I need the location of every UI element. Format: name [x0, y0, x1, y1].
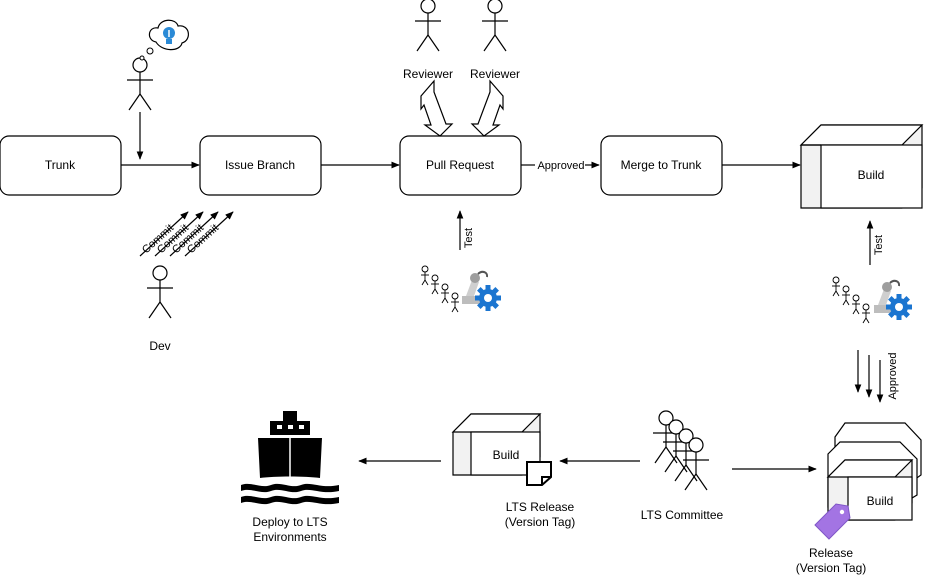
deploy-line1: Deploy to LTS	[252, 515, 327, 529]
actor-reviewer-1-label: Reviewer	[403, 67, 453, 81]
deploy-label: Deploy to LTS Environments	[252, 515, 327, 544]
connectors	[121, 112, 884, 473]
actor-idea	[126, 19, 189, 111]
actor-reviewer-2-label: Reviewer	[470, 67, 520, 81]
tag-icon	[814, 503, 851, 540]
note-icon	[526, 461, 552, 486]
node-build-main[interactable]: Build	[799, 124, 924, 209]
test-group-build: Test	[831, 235, 912, 324]
edge-approved-pr-label: Approved	[537, 160, 584, 172]
lightbulb-thought-icon	[139, 19, 189, 61]
review-arrow-1	[420, 79, 454, 137]
lts-release-label: LTS Release (Version Tag)	[505, 500, 575, 529]
commit-arrows: Commit Commit Commit Commit	[139, 211, 234, 257]
deploy-line2: Environments	[253, 530, 326, 544]
review-arrow-2	[470, 79, 504, 137]
edge-test-build-label: Test	[873, 235, 885, 255]
release-label: Release (Version Tag)	[796, 546, 866, 575]
node-build-release-label: Build	[867, 494, 894, 508]
actor-reviewer-1: Reviewer	[403, 0, 453, 81]
actor-dev-label: Dev	[149, 339, 170, 353]
edge-test-pr-label: Test	[463, 228, 475, 248]
ship-icon	[241, 411, 339, 505]
node-issue-branch-label: Issue Branch	[225, 158, 295, 172]
actor-reviewer-2: Reviewer	[470, 0, 520, 81]
node-pull-request-label: Pull Request	[426, 158, 495, 172]
robot-arm-gear-icon	[873, 279, 912, 320]
node-build-lts-label: Build	[493, 448, 520, 462]
actor-lts-committee-label: LTS Committee	[641, 508, 724, 522]
node-build-lts[interactable]: Build	[451, 413, 552, 486]
node-pull-request[interactable]: Pull Request	[399, 135, 522, 196]
test-group-pr: Test	[420, 228, 501, 313]
actor-lts-committee: LTS Committee	[641, 410, 724, 522]
node-issue-branch[interactable]: Issue Branch	[199, 135, 322, 196]
lts-release-line1: LTS Release	[506, 500, 575, 514]
node-trunk-label: Trunk	[45, 158, 76, 172]
node-trunk[interactable]: Trunk	[0, 135, 122, 196]
node-merge-to-trunk[interactable]: Merge to Trunk	[600, 135, 723, 196]
release-line1: Release	[809, 546, 853, 560]
lts-release-line2: (Version Tag)	[505, 515, 575, 529]
node-merge-to-trunk-label: Merge to Trunk	[621, 158, 703, 172]
release-line2: (Version Tag)	[796, 561, 866, 575]
edge-approved-release-label: Approved	[887, 352, 899, 399]
node-build-main-label: Build	[858, 168, 885, 182]
robot-arm-gear-icon	[461, 270, 501, 311]
node-build-release[interactable]: Build	[814, 422, 922, 540]
actor-dev: Dev	[146, 265, 174, 353]
